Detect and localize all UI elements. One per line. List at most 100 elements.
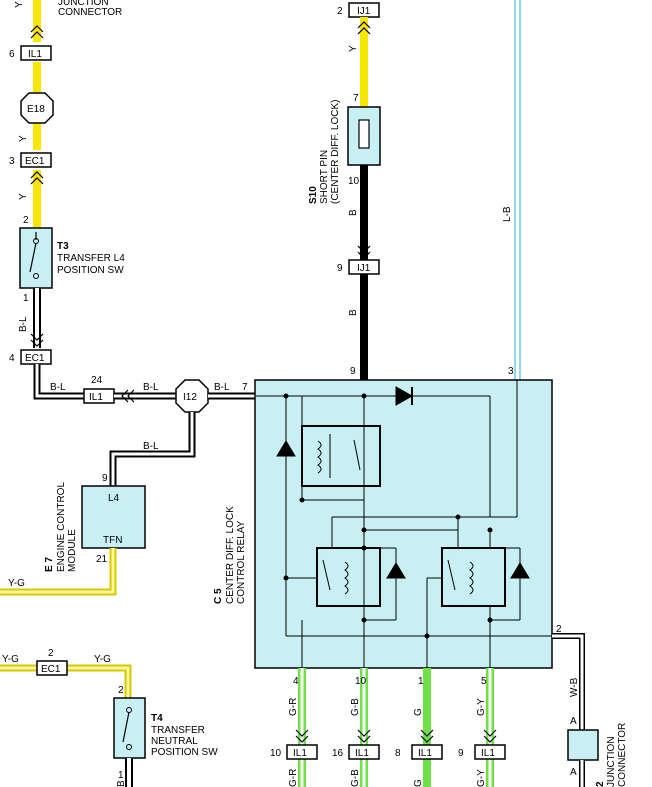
connector-il1-bottom-label-0: IL1 xyxy=(293,748,307,759)
connector-ij1-top-label: IJ1 xyxy=(357,6,371,17)
pin-ij1-mid: 9 xyxy=(337,263,343,274)
wire-label-y-center: Y xyxy=(348,45,359,52)
left-yellow-wire xyxy=(33,0,41,228)
pin-e7-9: 9 xyxy=(102,473,108,484)
wire-label-wb: W-B xyxy=(569,677,580,697)
c5-line1: CENTER DIFF. LOCK xyxy=(225,506,236,604)
junction-connector-bottom xyxy=(567,729,599,761)
t4-code: T4 xyxy=(151,713,163,724)
connector-il1-bottom-label-3: IL1 xyxy=(481,748,495,759)
pin-ec1-mid: 4 xyxy=(9,353,15,364)
junction-i12-label: I12 xyxy=(183,392,197,403)
connector-il1-bottom-3 xyxy=(474,744,506,760)
connector-il1-mid-label: IL1 xyxy=(89,392,103,403)
green-wire-lower-stripe-1 xyxy=(362,759,366,787)
connector-ij1-mid-label: IJ1 xyxy=(357,263,371,274)
arrow-left-icon xyxy=(121,389,135,403)
pin-t4-top: 2 xyxy=(118,685,124,696)
connector-ec1-t4 xyxy=(36,660,68,676)
wire-label-bottom-lower-3: G-Y xyxy=(476,769,487,787)
wire-label-bl2: B-L xyxy=(143,382,159,393)
green-wire-lower-2 xyxy=(423,759,431,787)
green-wire-lower-stripe-3 xyxy=(488,759,492,787)
arrow-down-icon-bottom-2 xyxy=(420,729,434,743)
s10-line1: SHORT PIN xyxy=(319,150,330,204)
jc-bottom-line2: CONNECTOR xyxy=(617,723,628,787)
pin-t3-top: 2 xyxy=(23,215,29,226)
junction-connector-label-1: JUNCTION xyxy=(58,0,109,8)
s10-wire-label: B xyxy=(348,209,359,216)
connector-il1-bottom-label-1: IL1 xyxy=(355,748,369,759)
t4-line1: TRANSFER xyxy=(151,725,205,736)
arrow-up-icon xyxy=(30,25,44,39)
wire-label-bottom-3: G-Y xyxy=(476,698,487,716)
wire-label-bottom-lower-0: G-R xyxy=(288,769,299,787)
pin-il1-bottom-0: 10 xyxy=(270,748,282,759)
wire-label-yg-t4-left: Y-G xyxy=(2,654,19,665)
pin-c5-9: 9 xyxy=(350,366,356,377)
ecm-tfn-label: TFN xyxy=(103,535,122,546)
jc-pin-a-top: A xyxy=(570,716,577,727)
connector-il1-bottom-1 xyxy=(348,744,380,760)
ecm-l4-label: L4 xyxy=(108,493,120,504)
connector-ec1-t4-label: EC1 xyxy=(41,664,61,675)
connector-ec1-top xyxy=(20,152,52,168)
jc-bottom-line1: JUNCTION xyxy=(606,736,617,787)
t3-line2: POSITION SW xyxy=(57,265,124,276)
bottom-green-wires: 4G-RIL110G-R10G-BIL116G-B1GIL18G5G-YIL19… xyxy=(270,668,506,787)
pin-c5-3: 3 xyxy=(508,366,514,377)
green-wire-lower-stripe-0 xyxy=(300,759,304,787)
arrow-down-icon-bottom-3 xyxy=(483,729,497,743)
pin-il1-bottom-2: 8 xyxy=(395,748,401,759)
relay-c5 xyxy=(254,379,553,669)
pin-t3-bottom: 1 xyxy=(23,293,29,304)
connector-il1-bottom-2 xyxy=(411,744,443,760)
wire-label-bottom-2: G xyxy=(413,708,424,716)
wire-label-y: Y xyxy=(14,1,25,8)
wire-label-lb: L-B xyxy=(502,206,513,222)
pin-c5-bottom-1: 10 xyxy=(355,676,367,687)
wire-label-bottom-lower-2: G xyxy=(413,779,424,787)
pin-e7-21: 21 xyxy=(96,554,108,565)
pin-t4-bottom: 1 xyxy=(118,770,124,781)
s10-wire2-label: B xyxy=(348,309,359,316)
wire-label-bottom-0: G-R xyxy=(288,698,299,716)
wire-label-bl4: B-L xyxy=(143,441,159,452)
pin-c5-bottom-0: 4 xyxy=(293,676,299,687)
arrow-down-icon-bottom-1 xyxy=(357,729,371,743)
c5-line2: CONTROL RELAY xyxy=(236,520,247,604)
connector-il1-top xyxy=(20,45,52,61)
e7-line2: MODULE xyxy=(67,529,78,572)
jc-pin-a-bottom: A xyxy=(570,767,577,778)
arrow-down-icon-bottom-0 xyxy=(295,729,309,743)
connector-il1-bottom-label-2: IL1 xyxy=(418,748,432,759)
green-wire-upper-stripe-3 xyxy=(488,668,492,745)
t3-line1: TRANSFER L4 xyxy=(57,253,125,264)
arrow-down-icon-2 xyxy=(357,245,371,259)
wire-label-bottom-1: G-B xyxy=(350,698,361,716)
wire-label-y2: Y xyxy=(18,135,29,142)
s10-code: S10 xyxy=(308,186,319,204)
pin-c5-2: 2 xyxy=(556,624,562,635)
green-wire-upper-stripe-1 xyxy=(362,668,366,745)
wire-label-bl3: B-L xyxy=(214,382,230,393)
green-wire-upper-stripe-0 xyxy=(300,668,304,745)
wire-label-bl1: B-L xyxy=(50,382,66,393)
t4-line3: POSITION SW xyxy=(151,747,218,758)
connector-il1-top-label: IL1 xyxy=(28,49,42,60)
pin-ij1-top: 2 xyxy=(337,6,343,17)
t3-code: T3 xyxy=(57,241,69,252)
wire-label-bottom-lower-1: G-B xyxy=(350,769,361,787)
pin-c5-7: 7 xyxy=(242,382,248,393)
arrow-up-icon-2 xyxy=(30,171,44,185)
t4-line2: NEUTRAL xyxy=(151,736,198,747)
arrow-up-icon-3 xyxy=(357,21,371,35)
wire-label-y3: Y xyxy=(18,193,29,200)
connector-ec1-top-label: EC1 xyxy=(25,156,45,167)
pin-s10-top: 7 xyxy=(353,93,359,104)
pin-c5-bottom-3: 5 xyxy=(481,676,487,687)
junction-i12 xyxy=(175,379,209,413)
t3-wire-label: B-L xyxy=(18,316,29,332)
arrow-down-icon xyxy=(30,333,44,347)
junction-e18-label: E18 xyxy=(27,104,45,115)
